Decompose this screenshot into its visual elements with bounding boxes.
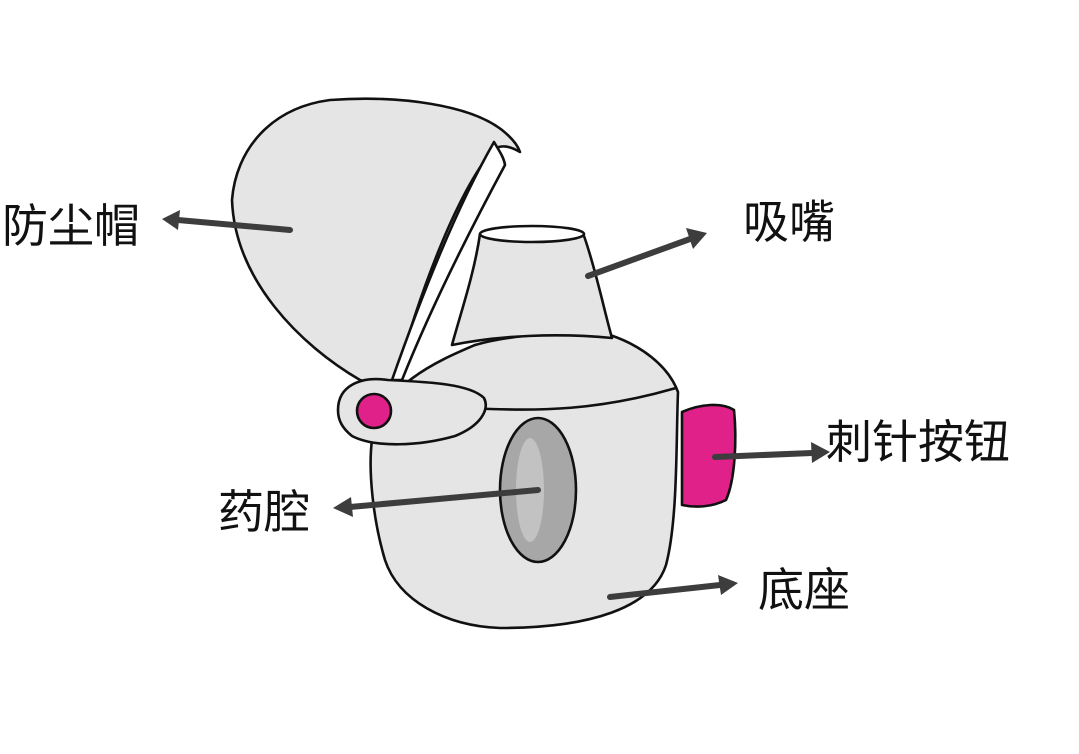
base-arrow-line — [607, 582, 723, 600]
label-mouthpiece: 吸嘴 — [743, 195, 835, 249]
label-drug-chamber: 药腔 — [218, 485, 310, 539]
piercing-button-arrow-head — [811, 442, 830, 463]
piercing-button-shape — [680, 403, 737, 508]
base-arrow-head — [718, 575, 738, 595]
dust-cap-shell — [230, 97, 522, 385]
mouthpiece-arrow-line — [585, 236, 693, 279]
dust-cap-arrow-line — [175, 217, 293, 233]
label-piercing-button: 刺针按钮 — [826, 415, 1010, 469]
mouthpiece-opening — [478, 224, 586, 244]
mouthpiece-body — [450, 232, 614, 347]
mouthpiece-arrow-head — [686, 228, 707, 249]
drug-chamber-arrow-head — [333, 497, 353, 517]
label-dust-cap: 防尘帽 — [2, 199, 140, 253]
shoulder-line — [468, 386, 678, 411]
drug-chamber-arrow-line — [347, 487, 541, 510]
arrows — [162, 210, 830, 600]
hinge-pin — [355, 392, 393, 430]
label-base: 底座 — [758, 563, 850, 617]
dust-cap-arrow-head — [162, 210, 180, 230]
dust-cap-inner-rim — [390, 140, 507, 382]
labels: 防尘帽 吸嘴 刺针按钮 药腔 底座 — [2, 195, 1010, 617]
piercing-button-arrow-line — [712, 450, 815, 460]
inhaler-illustration — [230, 97, 737, 630]
